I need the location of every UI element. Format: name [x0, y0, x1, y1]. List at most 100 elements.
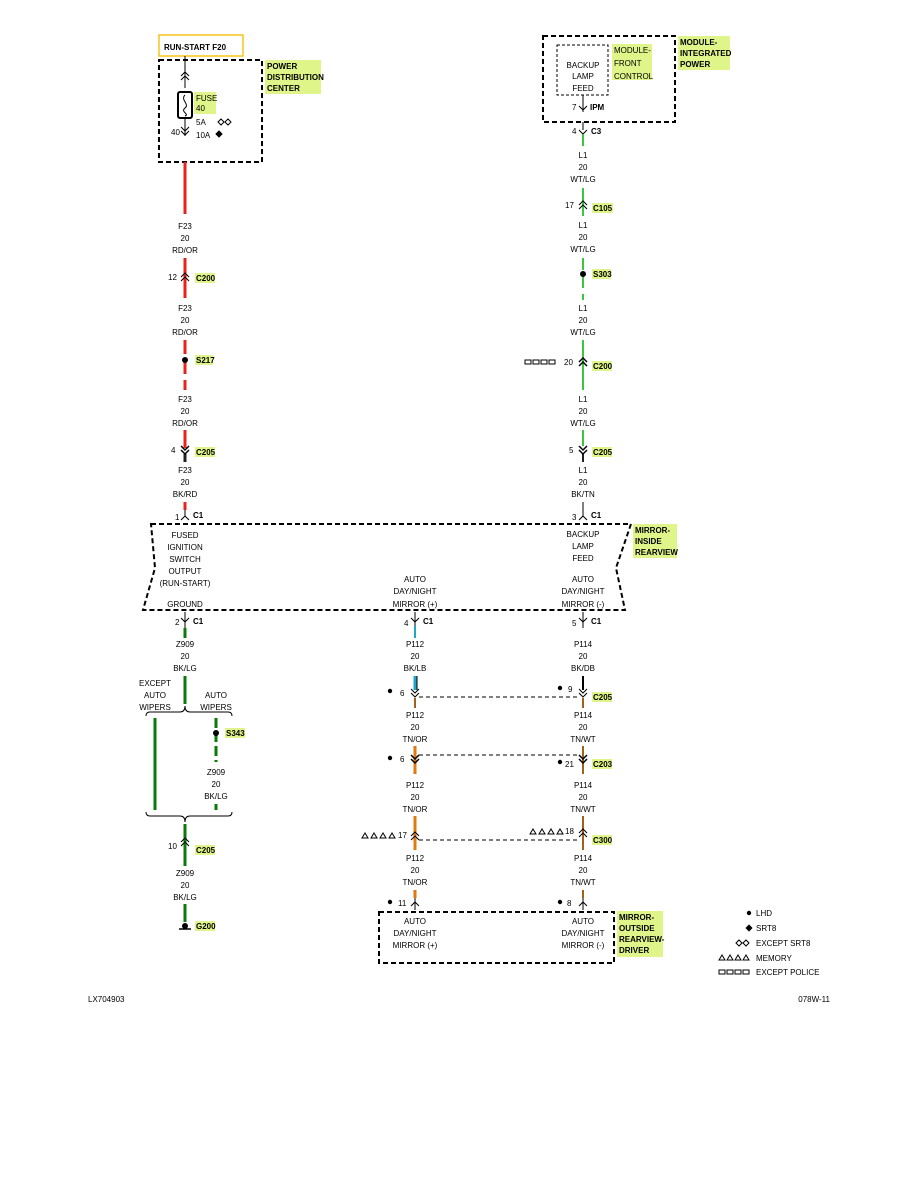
circuit-header-box: [158, 34, 244, 57]
mirror-inside-label-3: REARVIEW: [635, 548, 678, 557]
wire-p112-3-gauge: 20: [411, 793, 420, 802]
legend-srt8: SRT8: [756, 924, 777, 933]
auto-plus-2: DAY/NIGHT: [394, 587, 437, 596]
wire-p114-3-gauge: 20: [579, 793, 588, 802]
c205-p112-connector-icon: [410, 688, 420, 698]
mirror-outside-label-2: OUTSIDE: [619, 924, 655, 933]
c300-p112-pin: 17: [398, 831, 407, 840]
legend-except-srt8: EXCEPT SRT8: [756, 939, 811, 948]
c205-p112-pin: 6: [400, 689, 405, 698]
mirror-outside-right-1: AUTO: [572, 917, 594, 926]
wire-l1-4-color: WT/LG: [570, 419, 595, 428]
fuse-10a: 10A: [196, 131, 211, 140]
c205-p114-pin: 9: [568, 685, 573, 694]
wire-f23-3-circuit: F23: [178, 395, 192, 404]
wire-f23-4-color: BK/RD: [173, 490, 198, 499]
wire-p114-2-circuit: P114: [574, 711, 593, 720]
legend-except-police-icon: [718, 969, 750, 975]
c205-ground-name: C205: [196, 846, 216, 855]
c200-right-bg: [592, 361, 612, 371]
c200-right-pin: 20: [564, 358, 573, 367]
c1-pin2-connector-icon: [180, 617, 190, 623]
c203-p114-name: C203: [593, 760, 613, 769]
circuit-header: RUN-START F20: [164, 43, 227, 52]
pdc-box: [158, 59, 263, 163]
mip-label-bg: [678, 36, 730, 70]
c200-right-name: C200: [593, 362, 613, 371]
s217-name: S217: [196, 356, 215, 365]
c1-pin5: 5: [572, 619, 577, 628]
c200-left-connector-icon: [180, 272, 190, 282]
legend-except-srt8-icon: [735, 939, 750, 947]
footer-left: LX704903: [88, 995, 125, 1004]
mip-label-3: POWER: [680, 60, 710, 69]
c200-right-connector-icon: [578, 356, 588, 367]
lhd-dot-c205: [387, 688, 393, 694]
c200-left-name: C200: [196, 274, 216, 283]
legend-memory-icon: [718, 954, 750, 961]
c1-pin4-name: C1: [423, 617, 434, 626]
wire-f23-1-gauge: 20: [181, 234, 190, 243]
ipm-name: IPM: [590, 103, 605, 112]
mip-label-1: MODULE-: [680, 38, 718, 47]
c300-p114-name: C300: [593, 836, 613, 845]
wire-p112-2-gauge: 20: [411, 723, 420, 732]
backup-1: BACKUP: [567, 530, 600, 539]
wire-p112-1-color: BK/LB: [404, 664, 427, 673]
auto-minus-3: MIRROR (-): [562, 600, 605, 609]
fuse-label-2: 40: [196, 104, 205, 113]
wire-l1-3-color: WT/LG: [570, 328, 595, 337]
wire-l1-3-circuit: L1: [579, 304, 588, 313]
auto-wipers-1: AUTO: [205, 691, 227, 700]
fused-5: (RUN-START): [160, 579, 211, 588]
mfc-label-1: MODULE-: [614, 46, 651, 55]
wire-z909-1-circuit: Z909: [176, 640, 195, 649]
wire-z909-2-circuit: Z909: [176, 869, 195, 878]
fuse-label-1: FUSE: [196, 94, 217, 103]
fuse-element-icon: [183, 94, 187, 117]
wire-f23-4-gauge: 20: [181, 478, 190, 487]
wire-l1-2-circuit: L1: [579, 221, 588, 230]
legend-memory: MEMORY: [756, 954, 793, 963]
ground-label: GROUND: [167, 600, 203, 609]
wire-l1-4-gauge: 20: [579, 407, 588, 416]
legend-srt8-icon: [745, 924, 753, 932]
c1-pin5-connector-icon: [578, 617, 588, 623]
footer-right: 078W-11: [798, 995, 830, 1004]
backup-2: LAMP: [572, 542, 594, 551]
wire-p112-3-circuit: P112: [406, 781, 425, 790]
except-auto-1: EXCEPT: [139, 679, 171, 688]
wire-p114-1-circuit: P114: [574, 640, 593, 649]
s217-splice-icon: [182, 357, 188, 363]
c1-pin1: 1: [175, 513, 180, 522]
wipers-bottom-bracket: [145, 811, 233, 823]
p114-end-connector-icon: [578, 901, 588, 907]
wire-p112-4-color: TN/OR: [403, 878, 428, 887]
wire-f23-3-gauge: 20: [181, 407, 190, 416]
wire-f23-3-color: RD/OR: [172, 419, 198, 428]
mirror-inside-label-1: MIRROR-: [635, 526, 670, 535]
fused-3: SWITCH: [169, 555, 201, 564]
wire-p112-4-circuit: P112: [406, 854, 425, 863]
c205-right-name: C205: [593, 448, 613, 457]
wire-f23-1-color: RD/OR: [172, 246, 198, 255]
lhd-dot-c203-right: [557, 759, 563, 765]
memory-triangles-right-icon: [529, 828, 564, 835]
auto-minus-2: DAY/NIGHT: [562, 587, 605, 596]
pdc-label-3: CENTER: [267, 84, 300, 93]
backup-3: FEED: [572, 554, 594, 563]
pdc-label-1: POWER: [267, 62, 297, 71]
c300-p114-bg: [592, 835, 612, 845]
except-police-icon: [524, 359, 556, 365]
wire-p114-2-gauge: 20: [579, 723, 588, 732]
mirror-outside-left-3: MIRROR (+): [393, 941, 438, 950]
mfc-label-2: FRONT: [614, 59, 642, 68]
mirror-inside-label-bg: [633, 524, 677, 558]
c1-pin5-name: C1: [591, 617, 602, 626]
c205-p114-bg: [592, 692, 612, 702]
mirror-outside-right-3: MIRROR (-): [562, 941, 605, 950]
c1-pin4: 4: [404, 619, 409, 628]
c203-p114-pin: 21: [565, 760, 574, 769]
auto-minus-1: AUTO: [572, 575, 594, 584]
wire-p114-4-circuit: P114: [574, 854, 593, 863]
